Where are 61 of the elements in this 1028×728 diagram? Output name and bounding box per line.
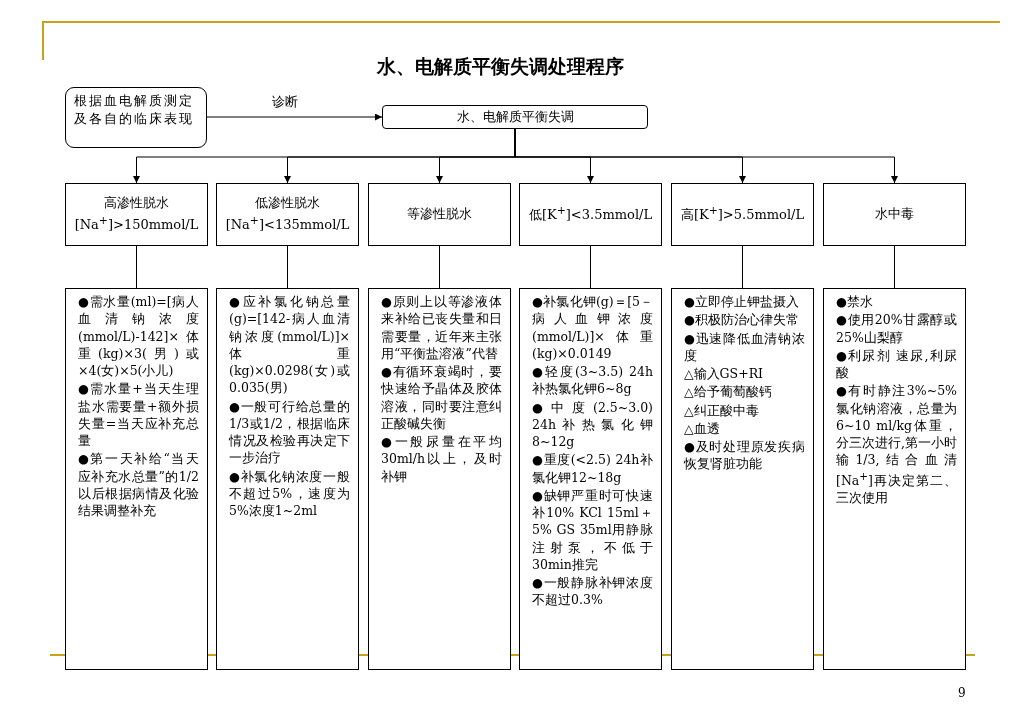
detail-box bbox=[65, 288, 208, 670]
treatment-note: ●利尿剂 速尿,利尿酸 bbox=[836, 346, 957, 382]
connector-line bbox=[439, 245, 440, 289]
title: 水、电解质平衡失调处理程序 bbox=[375, 54, 625, 79]
treatment-note: ●一般尿量在平均30ml/h以上，及时补钾 bbox=[381, 433, 502, 485]
connector-line bbox=[742, 245, 743, 289]
detail-box bbox=[216, 288, 359, 670]
node-label: 高渗性脱水 bbox=[104, 194, 169, 212]
node-label: [Na$^{+}$]<135mmol/L bbox=[225, 212, 350, 235]
connector-line bbox=[287, 245, 288, 289]
treatment-note: ●补氯化钠浓度一般不超过5%，速度为5%浓度1~2ml bbox=[229, 467, 350, 520]
treatment-note: ●有循环衰竭时，要快速给予晶体及胶体溶液，同时要注意纠正酸碱失衡 bbox=[381, 363, 502, 432]
node-label: 水、电解质平衡失调 bbox=[456, 108, 574, 126]
category-box bbox=[671, 183, 814, 246]
category-box bbox=[519, 183, 662, 246]
treatment-note: ●及时处理原发疾病恢复肾脏功能 bbox=[684, 438, 805, 473]
treatment-note: ●轻度(3~3.5) 24h补热氯化钾6~8g bbox=[532, 363, 653, 398]
node-label: 水中毒 bbox=[875, 205, 914, 224]
category-box bbox=[65, 183, 208, 246]
treatment-note: ●迅速降低血清钠浓度 bbox=[684, 329, 805, 364]
node-label: 高[K$^{+}$]>5.5mmol/L bbox=[680, 203, 805, 225]
connector-line bbox=[590, 245, 591, 289]
treatment-note: ●中度(2.5~3.0) 24h补热氯化钾8~12g bbox=[532, 398, 653, 451]
treatment-note: ●重度(<2.5) 24h补氯化钾12~18g bbox=[532, 451, 653, 486]
connector-line bbox=[136, 245, 137, 289]
treatment-note: ●积极防治心律失常 bbox=[684, 311, 800, 329]
treatment-note: △给予葡萄酸钙 bbox=[684, 383, 773, 401]
treatment-note: ●原则上以等渗液体来补给已丧失量和日需要量，近年来主张用“平衡盐溶液”代替 bbox=[381, 293, 502, 362]
node-label: 低渗性脱水 bbox=[255, 194, 320, 212]
page-number: 9 bbox=[958, 686, 966, 700]
category-box bbox=[823, 183, 966, 246]
detail-box bbox=[671, 288, 814, 670]
node-label: [Na$^{+}$]>150mmol/L bbox=[74, 212, 199, 235]
treatment-note: ●有时静注3%~5%氯化钠溶液，总量为6~10 ml/kg体重，分三次进行,第一小时输1/3,结合血清[Na$^{+}$]再决定第二、三次使用 bbox=[836, 382, 957, 507]
treatment-note: ●使用20%甘露醇或25%山梨醇 bbox=[836, 311, 957, 346]
detail-box bbox=[368, 288, 511, 670]
rounded-box bbox=[65, 87, 207, 148]
treatment-note: ●一般可行给总量的1/3或1/2，根据临床情况及检验再决定下一步治疗 bbox=[229, 397, 350, 467]
category-box bbox=[216, 183, 359, 246]
treatment-note: △输入GS+RI bbox=[684, 365, 764, 383]
treatment-note: ●立即停止钾盐摄入 bbox=[684, 293, 800, 311]
detail-box bbox=[823, 288, 966, 670]
treatment-note: ●禁水 bbox=[836, 293, 874, 311]
treatment-note: ●一般静脉补钾浓度不超过0.3% bbox=[532, 574, 653, 609]
edge-label: 诊断 bbox=[269, 93, 300, 111]
connector-line bbox=[894, 245, 895, 289]
treatment-note: ●应补氯化钠总量(g)=[142-病人血清钠浓度(mmol/L)]×体重(kg)×0.0298(女)或0.035(男) bbox=[229, 293, 350, 397]
treatment-note: △纠正酸中毒 bbox=[684, 401, 760, 419]
treatment-note: ●第一天补给“当天应补充水总量”的1/2以后根据病情及化验结果调整补充 bbox=[78, 450, 199, 520]
treatment-note: ●缺钾严重时可快速补10% KCl 15ml＋5% GS 35ml用静脉注射泵，不低于30min推完 bbox=[532, 486, 653, 573]
arrow bbox=[206, 113, 383, 121]
treatment-note: ●补氯化钾(g)＝[5－病人血钾浓度(mmol/L)]×体重(kg)×0.0149 bbox=[532, 293, 653, 362]
treatment-note: ●需水量(ml)=[病人血清钠浓度(mmol/L)-142]×体重(kg)×3(男)或×4(女)×5(小儿) bbox=[78, 293, 199, 380]
treatment-note: ●需水量+当天生理盐水需要量+额外损失量=当天应补充总量 bbox=[78, 380, 199, 450]
detail-box bbox=[519, 288, 662, 670]
treatment-note: △血透 bbox=[684, 419, 721, 437]
process-box bbox=[382, 105, 648, 129]
node-label: 根据血电解质测定及各自的临床表现 bbox=[74, 92, 195, 129]
node-label: 低[K$^{+}$]<3.5mmol/L bbox=[528, 203, 653, 225]
node-label: 等渗性脱水 bbox=[407, 205, 472, 224]
category-box bbox=[368, 183, 511, 246]
